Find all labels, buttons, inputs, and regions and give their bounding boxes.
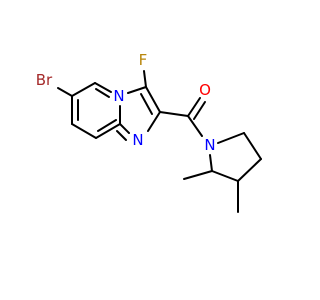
bond-c2-n-imine xyxy=(147,111,161,132)
molecule-structure: Br F N N O N xyxy=(36,51,262,213)
bond-c7-c8 xyxy=(71,123,97,139)
bond-c8-c8a-double xyxy=(97,119,117,132)
atom-label-n-ring: N xyxy=(113,87,124,105)
bond-c4p-c3p xyxy=(237,158,262,182)
bond-n-ring-c3 xyxy=(127,86,147,94)
bond-c2-carbonyl xyxy=(159,111,189,117)
bond-n-imine-c8a xyxy=(119,123,130,134)
bond-n-c5p xyxy=(217,132,245,144)
atom-label-n-imine: N xyxy=(132,131,143,149)
bond-c3p-c2p xyxy=(211,170,239,182)
bond-c5-n xyxy=(94,82,112,93)
bond-c5p-c4p xyxy=(243,132,262,160)
bond-carbonyl-n xyxy=(187,115,203,137)
atom-label-f: F xyxy=(139,51,148,69)
bond-c3-c2-double xyxy=(140,93,153,115)
bond-c8-c8a xyxy=(95,123,121,139)
bond-c3-c2 xyxy=(145,86,161,113)
bond-c5-n-double xyxy=(95,88,110,98)
bond-c6-c5 xyxy=(71,82,96,97)
bond-c3-f xyxy=(143,70,147,88)
atom-label-o: O xyxy=(199,81,211,99)
bond-carbonyl-o xyxy=(187,97,201,117)
bond-n-imine-c8a-double xyxy=(116,130,127,141)
bond-br-c6 xyxy=(57,87,73,97)
bond-lines xyxy=(57,70,262,213)
bond-c2p-methyl xyxy=(183,170,213,180)
bond-c2p-n xyxy=(209,154,213,172)
atom-label-n-pyrrolidine: N xyxy=(204,136,215,154)
atom-label-br: Br xyxy=(36,71,53,89)
bond-carbonyl-o-double xyxy=(193,101,206,120)
